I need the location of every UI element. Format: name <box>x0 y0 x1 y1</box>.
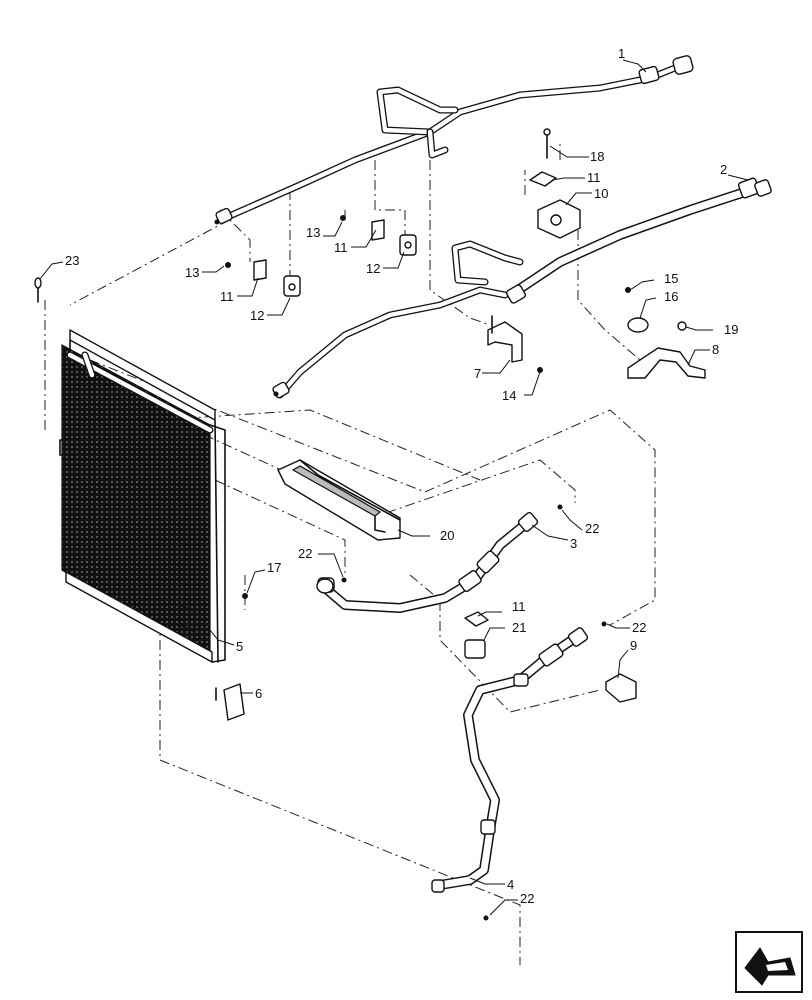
callout-12-left: 12 <box>250 308 264 323</box>
callout-19: 19 <box>724 322 738 337</box>
callout-13-mid: 13 <box>306 225 320 240</box>
callout-labels: 1 2 3 4 5 6 7 8 9 10 11 11 11 11 12 12 1… <box>65 46 738 906</box>
callout-15: 15 <box>664 271 678 286</box>
callout-16: 16 <box>664 289 678 304</box>
callout-8: 8 <box>712 342 719 357</box>
callout-11-lower: 11 <box>512 599 526 614</box>
navigation-arrow-icon[interactable] <box>735 931 803 993</box>
callout-4: 4 <box>507 877 514 892</box>
callout-11-left: 11 <box>220 289 234 304</box>
callout-17: 17 <box>267 560 281 575</box>
callout-7: 7 <box>474 366 481 381</box>
callout-11-top: 11 <box>587 170 601 185</box>
callout-20: 20 <box>440 528 454 543</box>
callout-5: 5 <box>236 639 243 654</box>
callout-1: 1 <box>618 46 625 61</box>
callout-6: 6 <box>255 686 262 701</box>
condenser-core-5 <box>59 329 226 663</box>
callout-21: 21 <box>512 620 526 635</box>
ac-hose-assembly-4 <box>431 627 589 893</box>
callout-10: 10 <box>594 186 608 201</box>
small-hardware <box>34 128 706 921</box>
callout-23: 23 <box>65 253 79 268</box>
callout-leaders <box>39 59 749 916</box>
callout-22-d: 22 <box>520 891 534 906</box>
ac-hose-assembly-3 <box>316 512 539 613</box>
callout-14: 14 <box>502 388 516 403</box>
ac-tube-assembly-1 <box>214 55 694 225</box>
callout-22-b: 22 <box>298 546 312 561</box>
callout-2: 2 <box>720 162 727 177</box>
callout-18: 18 <box>590 149 604 164</box>
callout-9: 9 <box>630 638 637 653</box>
callout-13-left: 13 <box>185 265 199 280</box>
callout-22-a: 22 <box>585 521 599 536</box>
callout-3: 3 <box>570 536 577 551</box>
callout-11-mid: 11 <box>334 240 348 255</box>
callout-22-c: 22 <box>632 620 646 635</box>
callout-12-mid: 12 <box>366 261 380 276</box>
ac-hose-assembly-2 <box>272 177 772 399</box>
bracket-20 <box>277 459 401 541</box>
